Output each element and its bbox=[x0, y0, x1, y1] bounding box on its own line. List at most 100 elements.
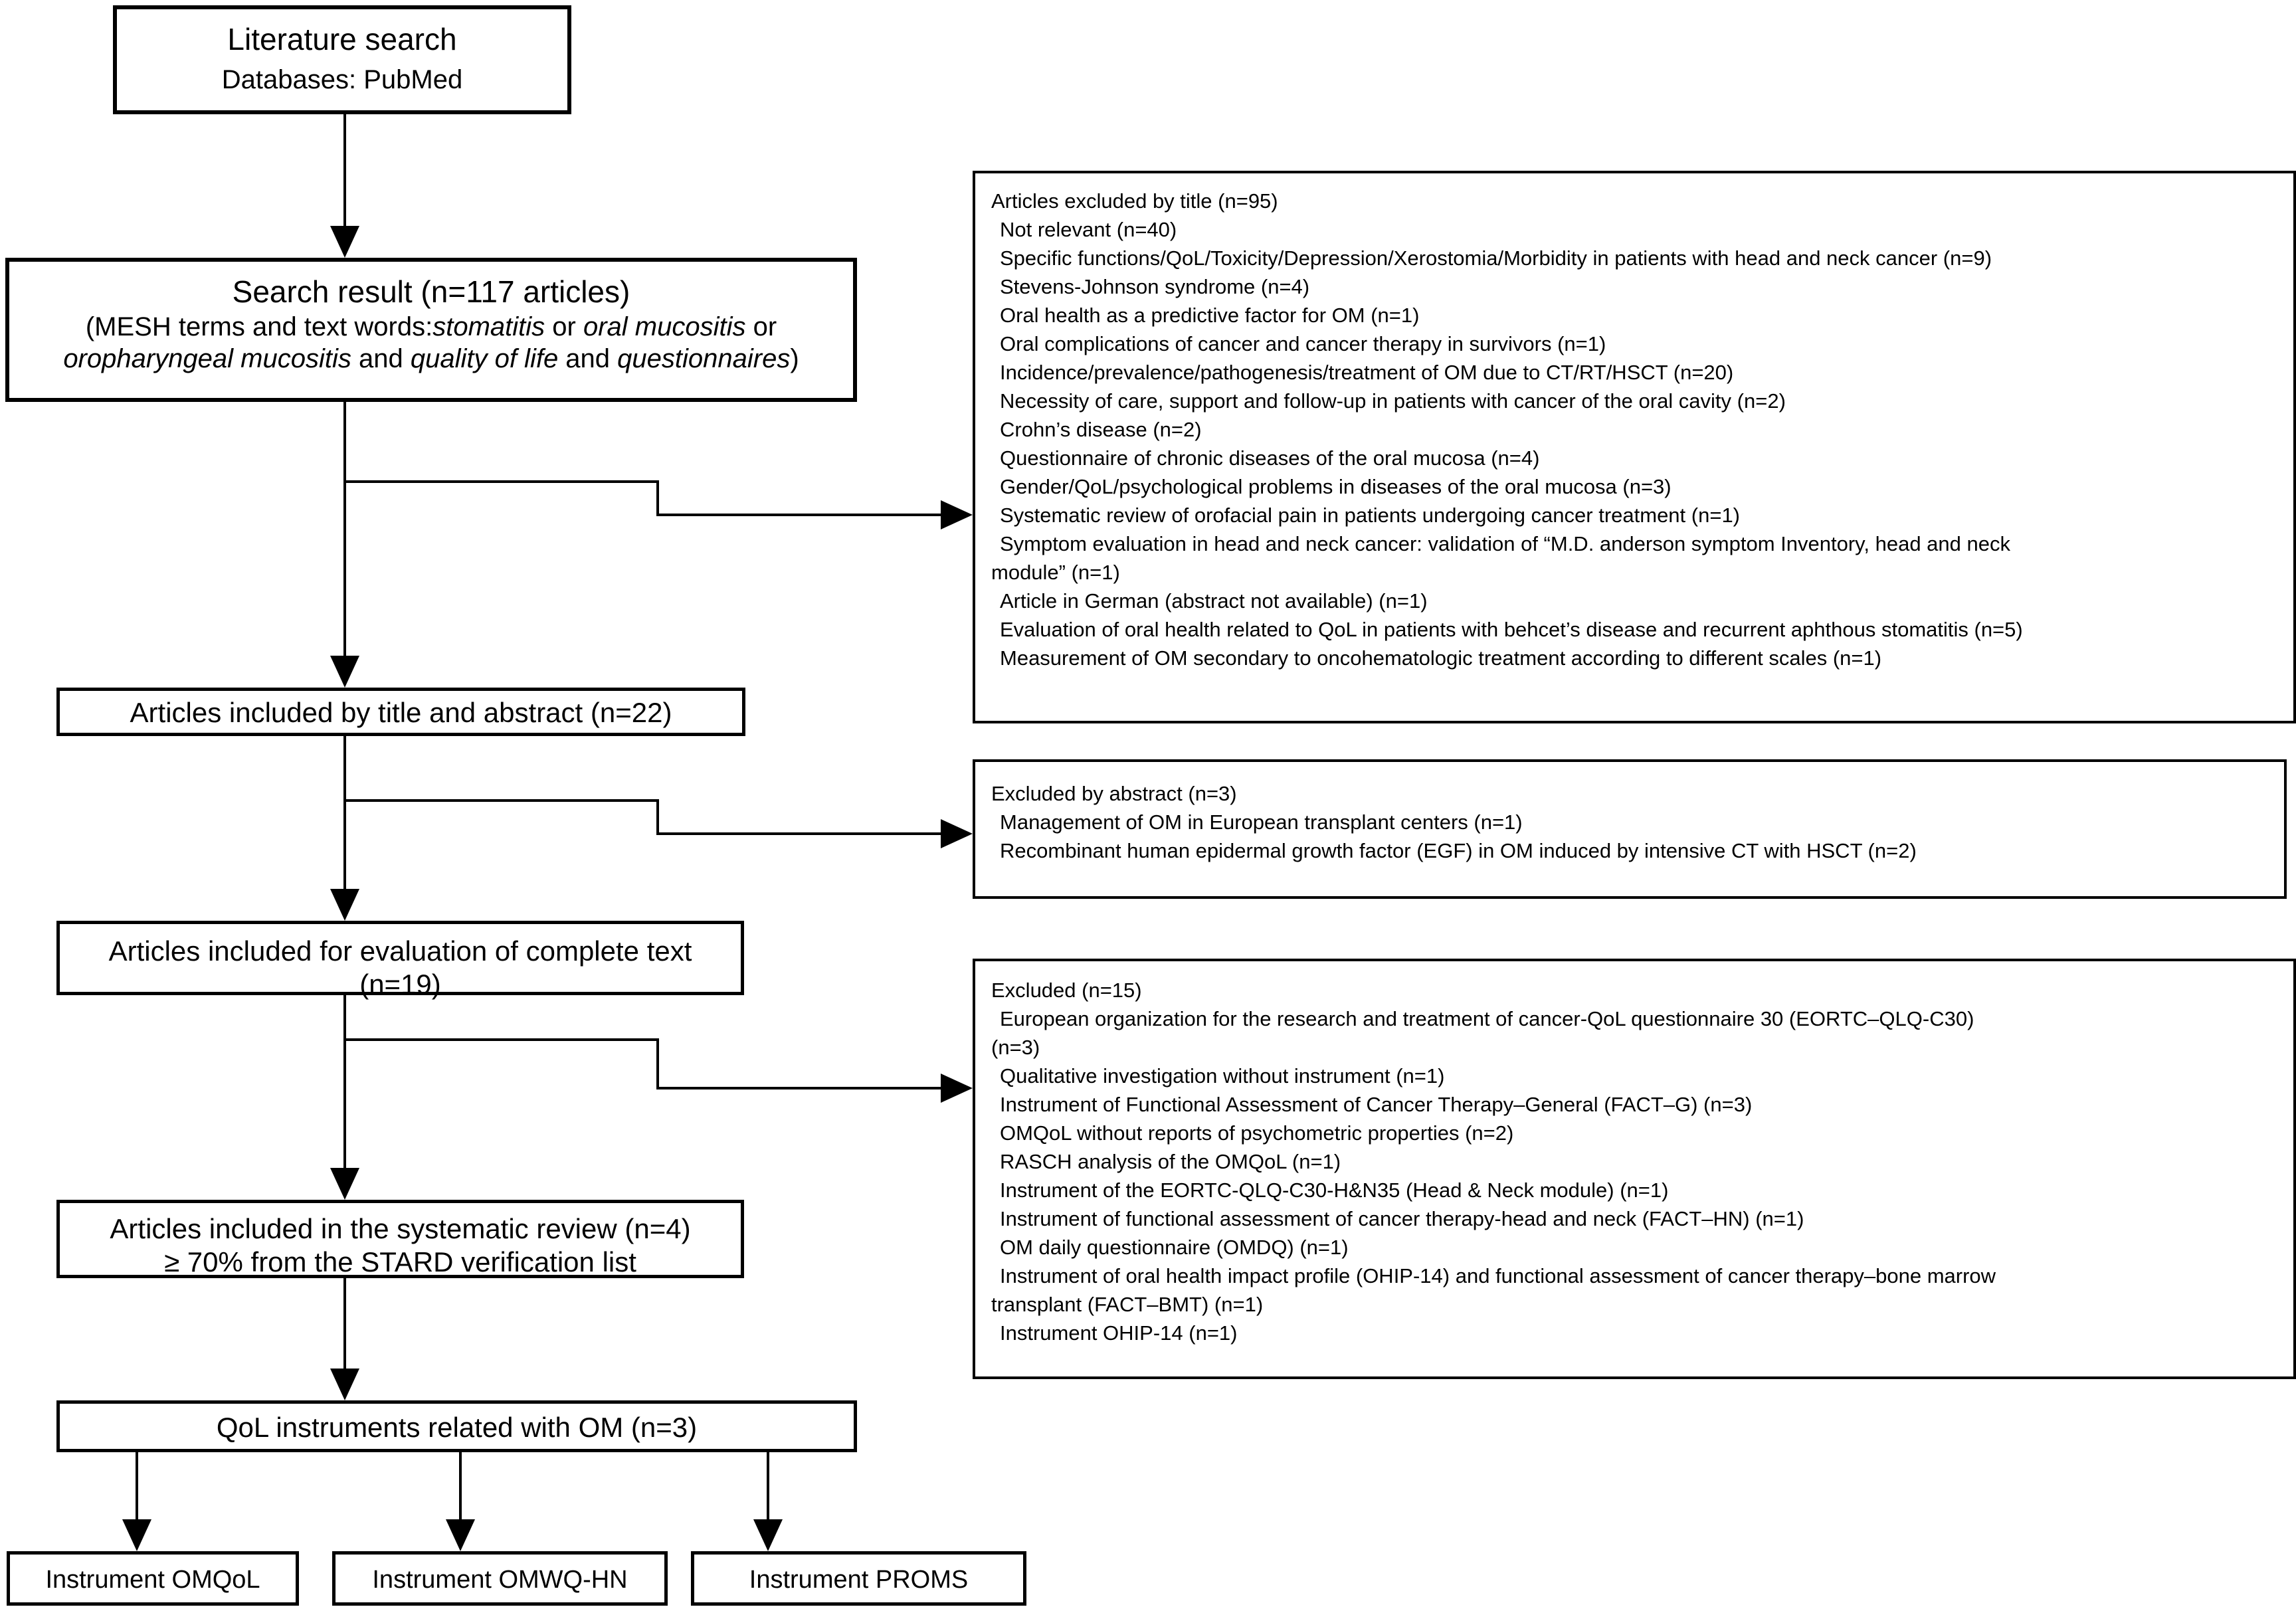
list-line: Oral health as a predictive factor for O… bbox=[1000, 304, 1420, 327]
arrow-right-icon bbox=[941, 819, 973, 848]
list-line: Necessity of care, support and follow-up… bbox=[1000, 389, 1786, 413]
connector-line bbox=[459, 1452, 462, 1519]
text-run: and bbox=[558, 344, 618, 373]
systematic-review-box: Articles included in the systematic revi… bbox=[56, 1200, 744, 1278]
search-result-box: Search result (n=117 articles) (MESH ter… bbox=[5, 258, 857, 402]
arrow-down-icon bbox=[122, 1519, 151, 1551]
list-line: Specific functions/QoL/Toxicity/Depressi… bbox=[1000, 246, 1992, 270]
instrument-proms-label: Instrument PROMS bbox=[749, 1566, 969, 1594]
text-run: ) bbox=[790, 344, 799, 373]
excluded-full-text-heading: Excluded (n=15) bbox=[991, 979, 1142, 1002]
systematic-review-line1: Articles included in the systematic revi… bbox=[110, 1213, 691, 1244]
list-line: Incidence/prevalence/pathogenesis/treatm… bbox=[1000, 361, 1734, 384]
included-title-abstract-label: Articles included by title and abstract … bbox=[130, 697, 672, 728]
branch-line bbox=[656, 799, 659, 835]
literature-search-title: Literature search bbox=[227, 22, 457, 56]
arrow-down-icon bbox=[446, 1519, 475, 1551]
arrow-right-icon bbox=[941, 500, 973, 529]
connector-line bbox=[343, 402, 346, 656]
branch-line bbox=[656, 832, 941, 835]
excluded-by-abstract-box: Excluded by abstract (n=3) Management of… bbox=[973, 759, 2287, 899]
instrument-omqol-label: Instrument OMQoL bbox=[45, 1566, 260, 1594]
included-complete-text-box: Articles included for evaluation of comp… bbox=[56, 921, 744, 1000]
literature-search-box: Literature search Databases: PubMed bbox=[113, 5, 571, 114]
instrument-omwq-hn-box: Instrument OMWQ-HN bbox=[332, 1551, 668, 1606]
arrow-down-icon bbox=[330, 1369, 359, 1400]
systematic-review-line2: ≥ 70% from the STARD verification list bbox=[164, 1246, 636, 1277]
list-line: Evaluation of oral health related to QoL… bbox=[1000, 618, 2023, 641]
arrow-down-icon bbox=[330, 889, 359, 921]
list-line: OMQoL without reports of psychometric pr… bbox=[1000, 1121, 1514, 1145]
list-line: Stevens-Johnson syndrome (n=4) bbox=[1000, 275, 1310, 298]
list-line: Instrument of Functional Assessment of C… bbox=[1000, 1093, 1753, 1116]
arrow-down-icon bbox=[753, 1519, 783, 1551]
connector-line bbox=[343, 995, 346, 1168]
excluded-by-title-box: Articles excluded by title (n=95) Not re… bbox=[973, 171, 2296, 723]
list-line: Instrument of functional assessment of c… bbox=[1000, 1207, 1804, 1230]
text-run: oral mucositis bbox=[583, 312, 746, 341]
excluded-by-abstract-list: Management of OM in European transplant … bbox=[991, 808, 2284, 865]
excluded-full-text-box: Excluded (n=15) European organization fo… bbox=[973, 959, 2296, 1379]
excluded-by-title-heading: Articles excluded by title (n=95) bbox=[991, 189, 1278, 213]
list-line: RASCH analysis of the OMQoL (n=1) bbox=[1000, 1150, 1341, 1173]
connector-line bbox=[343, 114, 346, 227]
branch-line bbox=[656, 480, 659, 516]
list-line: Qualitative investigation without instru… bbox=[1000, 1064, 1445, 1087]
list-line: Management of OM in European transplant … bbox=[1000, 810, 1523, 834]
arrow-down-icon bbox=[330, 1168, 359, 1200]
qol-instruments-label: QoL instruments related with OM (n=3) bbox=[216, 1412, 698, 1443]
list-line: Instrument OHIP-14 (n=1) bbox=[1000, 1321, 1238, 1345]
arrow-down-icon bbox=[330, 656, 359, 688]
list-line: transplant (FACT–BMT) (n=1) bbox=[991, 1293, 1264, 1316]
search-terms-line-2: oropharyngeal mucositis and quality of l… bbox=[9, 343, 853, 375]
connector-line bbox=[136, 1452, 138, 1519]
list-line: Article in German (abstract not availabl… bbox=[1000, 589, 1428, 613]
branch-line bbox=[656, 1038, 659, 1089]
branch-line bbox=[656, 514, 941, 516]
arrow-right-icon bbox=[941, 1074, 973, 1103]
text-run: or bbox=[745, 312, 777, 341]
list-line: module” (n=1) bbox=[991, 561, 1120, 584]
list-line: Systematic review of orofacial pain in p… bbox=[1000, 504, 1741, 527]
included-complete-text-line1: Articles included for evaluation of comp… bbox=[108, 935, 692, 967]
connector-line bbox=[343, 736, 346, 889]
list-line: Instrument of oral health impact profile… bbox=[1000, 1264, 1996, 1287]
list-line: OM daily questionnaire (OMDQ) (n=1) bbox=[1000, 1236, 1349, 1259]
list-line: Questionnaire of chronic diseases of the… bbox=[1000, 446, 1540, 470]
text-run: quality of life bbox=[410, 344, 559, 373]
branch-line bbox=[345, 1038, 659, 1041]
instrument-omwq-hn-label: Instrument OMWQ-HN bbox=[372, 1566, 628, 1594]
list-line: Instrument of the EORTC-QLQ-C30-H&N35 (H… bbox=[1000, 1179, 1669, 1202]
list-line: Crohn’s disease (n=2) bbox=[1000, 418, 1202, 441]
text-run: oropharyngeal mucositis bbox=[63, 344, 351, 373]
arrow-down-icon bbox=[330, 226, 359, 258]
connector-line bbox=[343, 1278, 346, 1369]
branch-line bbox=[345, 480, 659, 483]
list-line: Not relevant (n=40) bbox=[1000, 218, 1177, 241]
list-line: European organization for the research a… bbox=[1000, 1007, 1974, 1030]
text-run: stomatitis bbox=[432, 312, 545, 341]
excluded-full-text-list: European organization for the research a… bbox=[991, 1004, 2293, 1347]
qol-instruments-box: QoL instruments related with OM (n=3) bbox=[56, 1400, 857, 1452]
list-line: Symptom evaluation in head and neck canc… bbox=[1000, 532, 2010, 555]
included-title-abstract-box: Articles included by title and abstract … bbox=[56, 688, 745, 736]
branch-line bbox=[656, 1087, 941, 1089]
excluded-by-title-list: Not relevant (n=40) Specific functions/Qo… bbox=[991, 215, 2293, 672]
excluded-by-abstract-heading: Excluded by abstract (n=3) bbox=[991, 782, 1237, 805]
included-complete-text-line2: (n=19) bbox=[359, 969, 441, 1000]
instrument-proms-box: Instrument PROMS bbox=[691, 1551, 1026, 1606]
list-line: Recombinant human epidermal growth facto… bbox=[1000, 839, 1917, 862]
list-line: Gender/QoL/psychological problems in dis… bbox=[1000, 475, 1672, 498]
branch-line bbox=[345, 799, 659, 802]
list-line: (n=3) bbox=[991, 1036, 1040, 1059]
instrument-omqol-box: Instrument OMQoL bbox=[7, 1551, 299, 1606]
connector-line bbox=[767, 1452, 769, 1519]
list-line: Measurement of OM secondary to oncohemat… bbox=[1000, 646, 1882, 670]
literature-search-subtitle: Databases: PubMed bbox=[221, 65, 463, 94]
text-run: and bbox=[351, 344, 411, 373]
list-line: Oral complications of cancer and cancer … bbox=[1000, 332, 1606, 355]
search-result-title: Search result (n=117 articles) bbox=[232, 274, 630, 309]
text-run: (MESH terms and text words: bbox=[85, 312, 433, 341]
text-run: questionnaires bbox=[617, 344, 791, 373]
